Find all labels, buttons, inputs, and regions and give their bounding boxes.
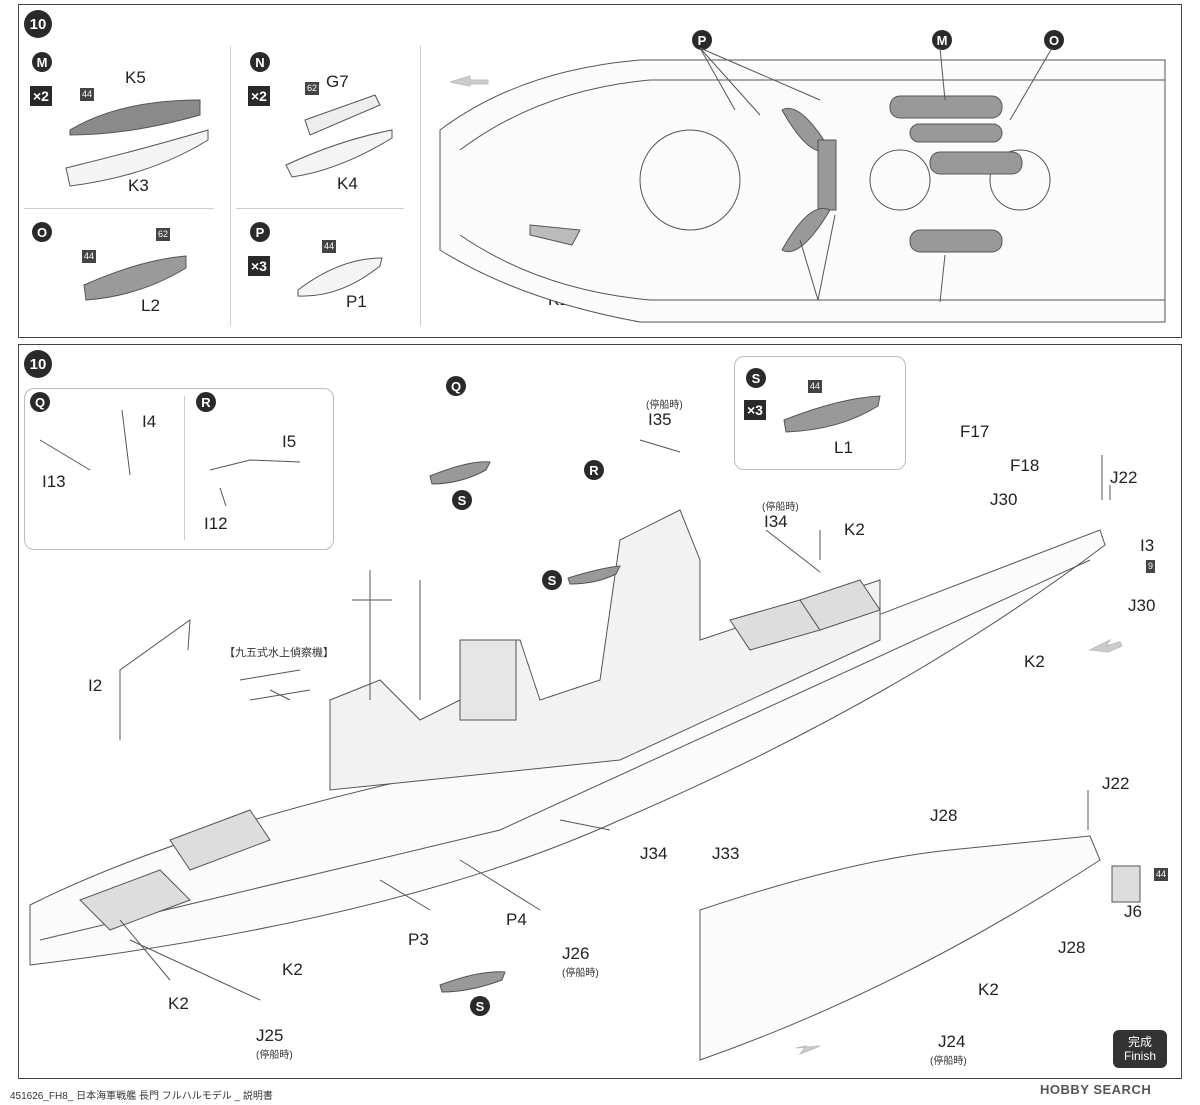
part-label-i5: I5 <box>282 432 297 451</box>
part-label-k2: K2 <box>978 980 999 999</box>
marker-o: O <box>32 222 52 242</box>
marker-s: S <box>452 490 472 510</box>
step-number-top: 10 <box>24 10 52 38</box>
color-badge: 62 <box>156 228 171 241</box>
part-label-j30: J30 <box>990 490 1018 509</box>
part-label-p1: P1 <box>346 292 367 311</box>
color-badge: 9 <box>1146 560 1156 573</box>
part-label-f18: F18 <box>1010 456 1040 475</box>
note-mooring: (停船時) <box>930 1056 967 1067</box>
part-label-j22: J22 <box>1102 774 1130 793</box>
part-label-i3: I3 <box>1140 536 1155 555</box>
part-label-k2: K2 <box>1024 652 1045 671</box>
part-label-i12: I12 <box>204 514 228 533</box>
part-label-l1: L1 <box>834 438 853 457</box>
color-badge: 44 <box>322 240 337 253</box>
part-label-k2: K2 <box>168 994 189 1013</box>
watermark: HOBBY SEARCH <box>1040 1082 1152 1097</box>
divider <box>236 208 404 209</box>
part-label-j25: J25 <box>256 1026 284 1045</box>
note-mooring: (停船時) <box>646 400 683 411</box>
marker-s: S <box>542 570 562 590</box>
part-label-k5: K5 <box>125 68 146 87</box>
marker-o: O <box>1044 30 1064 50</box>
part-label-i4: I4 <box>142 412 157 431</box>
part-label-j22: J22 <box>1110 468 1138 487</box>
finish-badge: 完成 Finish <box>1113 1030 1167 1068</box>
marker-m: M <box>932 302 952 322</box>
part-label-p3: P3 <box>408 930 429 949</box>
marker-p: P <box>250 222 270 242</box>
marker-n: N <box>250 52 270 72</box>
part-label-j34: J34 <box>640 844 668 863</box>
marker-s: S <box>746 368 766 388</box>
subassembly-box-qr <box>24 388 334 550</box>
multiplier: ×3 <box>744 400 766 420</box>
multiplier: ×2 <box>30 86 52 106</box>
part-label-i35: I35 <box>648 410 672 429</box>
part-label-k2: K2 <box>844 520 865 539</box>
part-label-f17: F17 <box>960 422 990 441</box>
part-label-j26: J26 <box>562 944 590 963</box>
marker-n: N <box>808 302 828 322</box>
note-mooring: (停船時) <box>762 502 799 513</box>
divider <box>420 46 421 326</box>
top-panel <box>18 4 1182 338</box>
marker-q: Q <box>30 392 50 412</box>
part-label-j28: J28 <box>930 806 958 825</box>
marker-r: R <box>196 392 216 412</box>
part-label-g7: G7 <box>326 72 349 91</box>
color-badge: 62 <box>305 82 320 95</box>
part-label-p4: P4 <box>506 910 527 929</box>
part-label-j24: J24 <box>938 1032 966 1051</box>
note-mooring: (停船時) <box>562 968 599 979</box>
part-label-j28: J28 <box>1058 938 1086 957</box>
finish-jp: 完成 <box>1127 1035 1152 1049</box>
step-number-bottom: 10 <box>24 350 52 378</box>
part-label-k2: K2 <box>282 960 303 979</box>
part-label-i34: I34 <box>764 512 788 531</box>
part-label-k3: K3 <box>128 176 149 195</box>
part-label-j30: J30 <box>1128 596 1156 615</box>
part-label-i13: I13 <box>42 472 66 491</box>
marker-q: Q <box>446 376 466 396</box>
marker-r: R <box>584 460 604 480</box>
marker-m: M <box>32 52 52 72</box>
part-label-i2: I2 <box>88 676 103 695</box>
marker-p: P <box>692 30 712 50</box>
color-badge: 44 <box>808 380 823 393</box>
part-label-l2: L2 <box>141 296 160 315</box>
marker-s: S <box>470 996 490 1016</box>
part-label-k4: K4 <box>337 174 358 193</box>
part-label-k1: K1 <box>548 290 569 309</box>
color-badge: 44 <box>80 88 95 101</box>
seaplane-label: 【九五式水上偵察機】 <box>224 647 334 659</box>
part-label-j33: J33 <box>712 844 740 863</box>
marker-m: M <box>932 30 952 50</box>
note-mooring: (停船時) <box>256 1050 293 1061</box>
divider <box>24 208 214 209</box>
multiplier: ×2 <box>248 86 270 106</box>
divider <box>230 46 231 326</box>
multiplier: ×3 <box>248 256 270 276</box>
color-badge: 44 <box>82 250 97 263</box>
finish-en: Finish <box>1123 1049 1156 1063</box>
footer-text: 451626_FH8_ 日本海軍戦艦 長門 フルハルモデル _ 説明書 <box>10 1091 273 1102</box>
divider <box>184 396 185 540</box>
color-badge: 44 <box>1154 868 1169 881</box>
part-label-j6: J6 <box>1124 902 1142 921</box>
